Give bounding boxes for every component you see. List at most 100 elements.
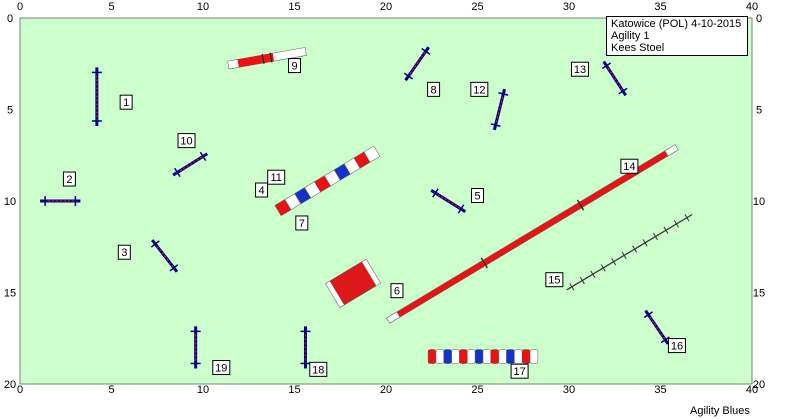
table-contact	[237, 53, 275, 68]
number-label-text: 7	[299, 218, 305, 230]
hurdle-bar	[647, 313, 667, 341]
x-tick-label-top: 35	[654, 1, 666, 13]
weave-pole	[684, 213, 690, 222]
obstacle-3-hurdle-icon	[150, 239, 179, 273]
y-tick-label-left: 15	[4, 288, 16, 300]
number-label-box	[62, 171, 76, 187]
number-label-text: 14	[623, 161, 635, 173]
hurdle-bar	[154, 242, 175, 269]
hurdle-bar	[494, 92, 505, 127]
weave-pole	[621, 251, 627, 260]
number-label-text: 8	[431, 84, 437, 96]
number-label-box	[288, 58, 301, 74]
number-label-text: 15	[548, 275, 560, 287]
weave-pole	[600, 264, 606, 272]
tunnel-segment	[529, 349, 539, 364]
weave-pole	[569, 283, 575, 291]
x-tick-label-top: 25	[471, 1, 483, 13]
x-tick-label-bottom: 35	[654, 384, 666, 396]
number-label-box	[570, 61, 589, 77]
obstacle-5-hurdle-icon	[430, 188, 467, 214]
course-info-box: Katowice (POL) 4-10-2015 Agility 1 Kees …	[606, 16, 748, 56]
weave-base	[566, 214, 693, 291]
ring-layer	[19, 17, 753, 385]
hurdle-bar	[407, 50, 427, 78]
x-tick-label-bottom: 10	[197, 384, 209, 396]
x-tick-label-bottom: 30	[563, 384, 575, 396]
obstacles	[40, 46, 693, 369]
number-label-text: 6	[394, 286, 400, 298]
number-label-text: 11	[270, 172, 281, 184]
number-label-box	[177, 133, 196, 149]
number-label-box	[667, 338, 686, 354]
x-tick-label-top: 15	[288, 1, 300, 13]
tunnel-segment	[435, 349, 445, 364]
x-tick-label-bottom: 40	[746, 384, 758, 396]
number-label-box	[119, 94, 133, 110]
y-tick-label-right: 5	[756, 105, 762, 117]
x-tick-label-top: 0	[17, 1, 23, 13]
tunnel-segment	[363, 145, 381, 163]
obstacle-9-table-icon	[227, 47, 307, 70]
number-label-text: 12	[473, 84, 485, 96]
number-label-text: 3	[121, 247, 127, 259]
tunnel-segment	[506, 349, 515, 364]
x-tick-label-top: 5	[108, 1, 114, 13]
number-label-text: 19	[215, 363, 227, 375]
obstacle-18-hurdle-icon	[300, 326, 311, 369]
y-tick-label-right: 10	[753, 196, 765, 208]
dogwalk-contact-start	[386, 311, 401, 324]
number-label-box	[471, 188, 484, 204]
tunnel-segment	[467, 349, 476, 364]
tunnel-segment	[514, 349, 523, 364]
weave-pole	[579, 276, 585, 285]
tire-slat	[361, 258, 382, 287]
table-marker	[269, 52, 273, 63]
weave-pole	[663, 226, 669, 234]
number-label-text: 16	[671, 341, 683, 353]
number-label-box	[390, 283, 404, 299]
y-tick-label-left: 0	[7, 13, 13, 25]
tunnel-segment	[490, 349, 499, 364]
event-title: Katowice (POL) 4-10-2015	[611, 18, 742, 30]
obstacle-4-tunnel-icon	[274, 145, 381, 217]
x-tick-label-bottom: 25	[471, 384, 483, 396]
y-tick-label-left: 10	[4, 196, 16, 208]
hurdle-stand	[660, 336, 670, 344]
dogwalk-contact-end	[664, 144, 679, 157]
x-tick-label-bottom: 5	[108, 384, 114, 396]
x-tick-label-top: 30	[563, 1, 575, 13]
tunnel-segment	[459, 349, 468, 364]
obstacle-19-hurdle-icon	[190, 326, 201, 369]
number-label-text: 5	[474, 191, 480, 203]
hurdle-stand	[432, 188, 439, 198]
hurdle-stand	[498, 91, 509, 96]
obstacle-1-hurdle-icon	[91, 67, 102, 126]
tunnel-segment	[451, 349, 460, 364]
number-label-box	[470, 81, 489, 97]
obstacle-17-tunnel-icon	[427, 349, 539, 364]
obstacle-8-hurdle-icon	[403, 46, 431, 82]
hurdle-stand	[490, 123, 501, 128]
weave-pole	[632, 245, 638, 253]
number-label-text: 18	[312, 364, 324, 376]
hurdle-stand	[174, 167, 181, 178]
number-label-text: 17	[513, 366, 525, 378]
number-label-box	[267, 169, 286, 185]
weave-pole	[653, 232, 659, 241]
hurdle-stand	[601, 62, 612, 70]
hurdle-bar	[434, 191, 463, 211]
number-label-box	[212, 360, 231, 376]
hurdle-stand	[457, 204, 465, 214]
x-tick-label-top: 20	[380, 1, 392, 13]
number-label-text: 4	[258, 185, 264, 197]
obstacle-14-dogwalk-icon	[386, 144, 679, 324]
number-label-text: 13	[574, 64, 586, 76]
number-label-box	[309, 361, 328, 377]
obstacle-10-hurdle-icon	[172, 151, 209, 178]
hurdle-stand	[199, 151, 207, 162]
course-name: Agility 1	[611, 30, 650, 42]
